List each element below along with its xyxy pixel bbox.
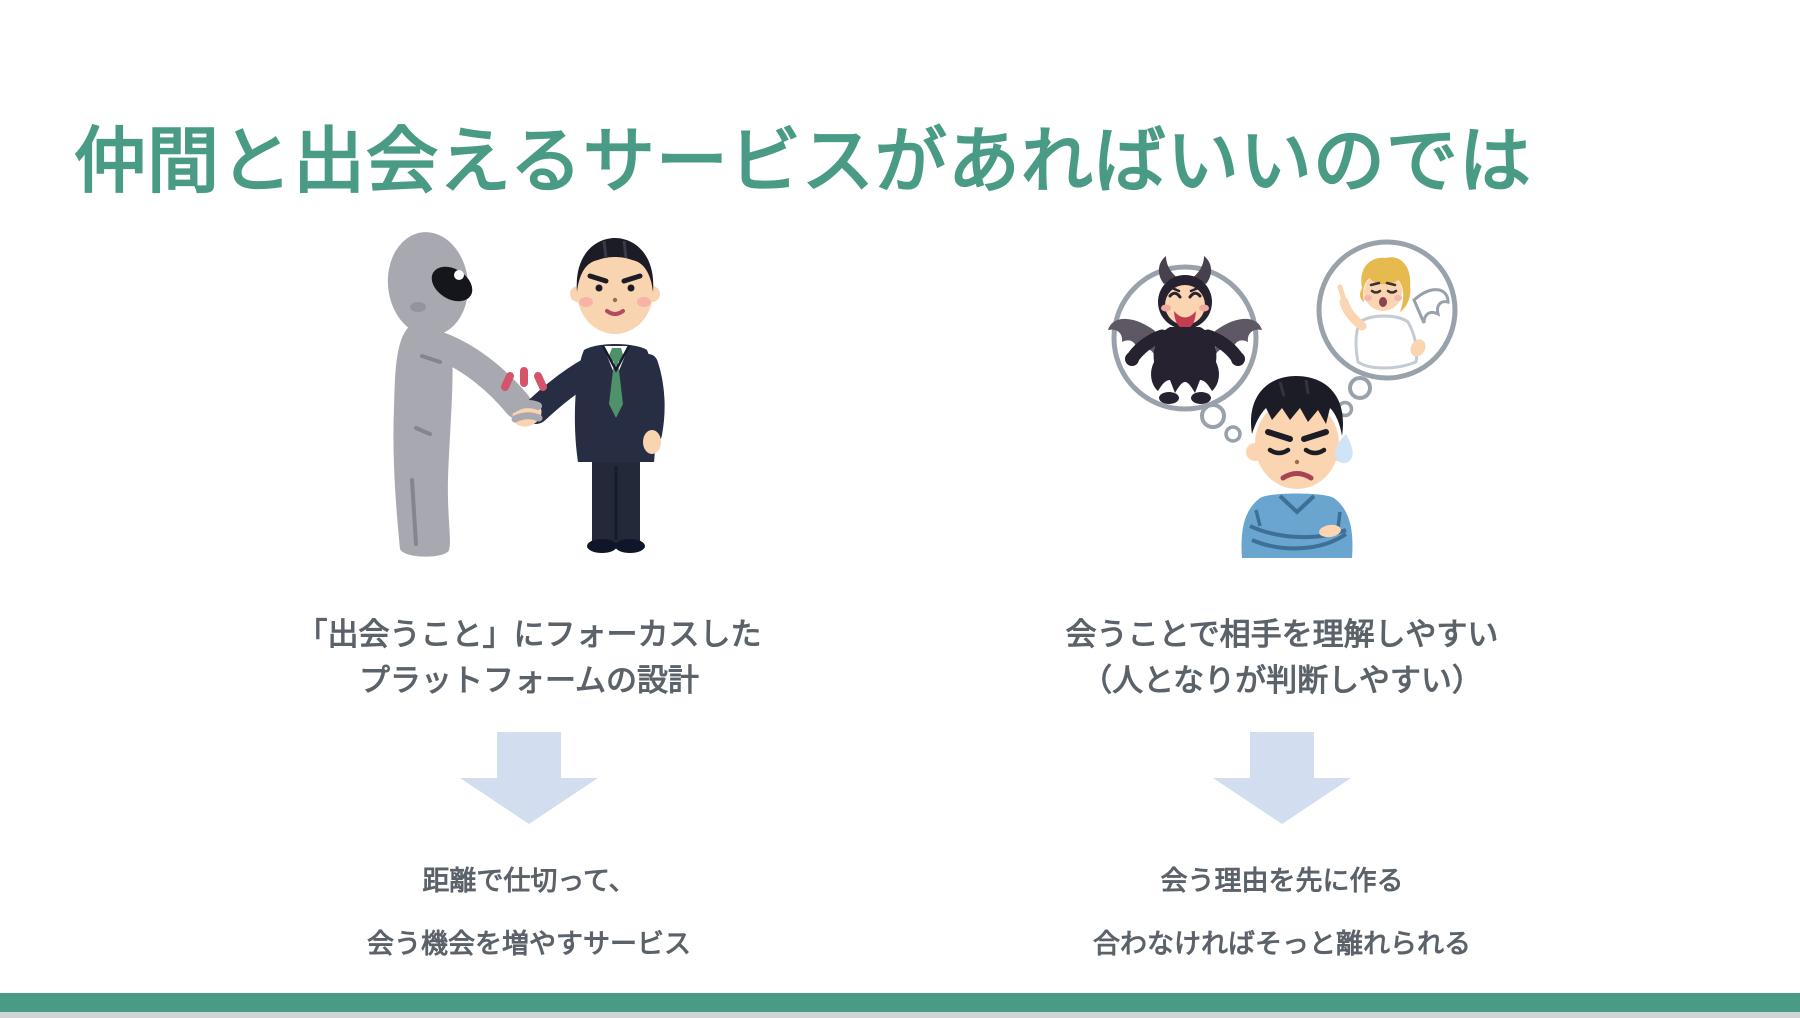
slide-title: 仲間と出会えるサービスがあればいいのでは bbox=[74, 122, 1532, 203]
right-column: 会うことで相手を理解しやすい （人となりが判断しやすい） 会う理由を先に作る 合… bbox=[972, 0, 1592, 1018]
thinking-man-figure bbox=[1241, 376, 1353, 558]
alien-eye bbox=[431, 266, 473, 302]
footer-accent-bar bbox=[0, 993, 1800, 1012]
left-caption-line2: プラットフォームの設計 bbox=[358, 663, 700, 698]
devil-angel-decision-illustration bbox=[1108, 239, 1458, 558]
footer-edge-strip bbox=[0, 1012, 1800, 1018]
emphasis-marks bbox=[501, 367, 547, 391]
devil-figure bbox=[1108, 256, 1262, 404]
right-result-line1: 会う理由を先に作る bbox=[1160, 866, 1404, 896]
left-caption-line1: 「出会うこと」にフォーカスした bbox=[296, 617, 762, 652]
alien-businessman-handshake-illustration bbox=[387, 232, 665, 557]
right-caption: 会うことで相手を理解しやすい （人となりが判断しやすい） bbox=[972, 612, 1592, 704]
alien-figure bbox=[387, 232, 532, 557]
businessman-figure bbox=[523, 238, 665, 553]
angel-figure bbox=[1337, 257, 1450, 370]
down-arrow-icon bbox=[460, 732, 598, 824]
right-result-line2: 合わなければそっと離れられる bbox=[1093, 929, 1471, 959]
down-arrow-icon bbox=[1213, 732, 1351, 824]
left-result-line1: 距離で仕切って、 bbox=[422, 866, 636, 896]
left-caption: 「出会うこと」にフォーカスした プラットフォームの設計 bbox=[219, 612, 839, 704]
right-caption-line2: （人となりが判断しやすい） bbox=[1081, 663, 1483, 698]
devil-thought-bubble bbox=[1108, 256, 1262, 443]
sweat-drop bbox=[1335, 434, 1353, 464]
angel-thought-bubble bbox=[1316, 239, 1458, 418]
left-column: 「出会うこと」にフォーカスした プラットフォームの設計 距離で仕切って、 会う機… bbox=[219, 0, 839, 1018]
left-result-line2: 会う機会を増やすサービス bbox=[367, 929, 691, 959]
handshake bbox=[509, 400, 543, 427]
right-caption-line1: 会うことで相手を理解しやすい bbox=[1065, 617, 1499, 652]
